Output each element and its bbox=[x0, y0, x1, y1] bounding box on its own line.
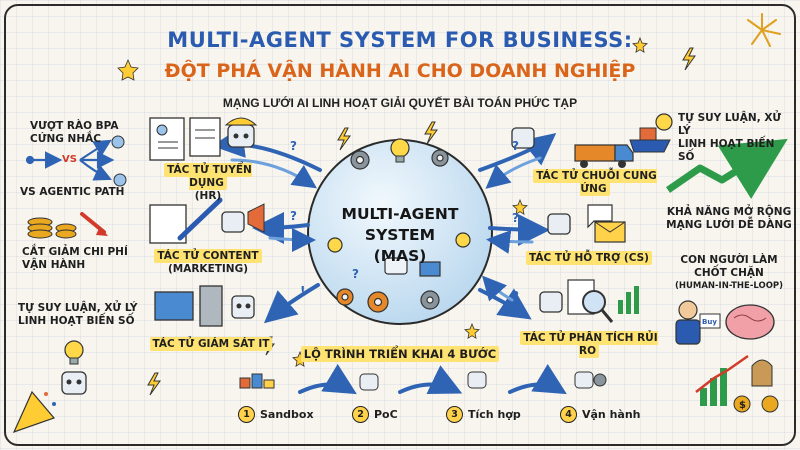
roadmap-icons bbox=[239, 371, 607, 391]
benefit-scale-line-1: KHẢ NĂNG MỞ RỘNG bbox=[666, 206, 792, 218]
mas-line-3: (MAS) bbox=[373, 247, 427, 265]
benefit-cost-line-2: VẬN HÀNH bbox=[22, 259, 86, 271]
party-popper-icon bbox=[12, 390, 56, 434]
benefit-reason-right-line-1: TỰ SUY LUẬN, XỬ LÝ bbox=[678, 112, 782, 137]
step-number: 3 bbox=[446, 406, 463, 423]
step-number: 4 bbox=[560, 406, 577, 423]
mas-line-2: SYSTEM bbox=[364, 226, 436, 244]
step-label: PoC bbox=[374, 408, 398, 421]
magnifier-chart-icon bbox=[539, 279, 639, 323]
gear-icon bbox=[336, 149, 449, 313]
benefit-path-line-1: VS AGENTIC PATH bbox=[20, 186, 125, 198]
roadmap-title-text: LỘ TRÌNH TRIỂN KHAI 4 BƯỚC bbox=[300, 346, 500, 362]
truck-ship-icon bbox=[511, 127, 671, 168]
idea-bulb-icon bbox=[61, 340, 87, 395]
roadmap-step-3: 3 Tích hợp bbox=[446, 406, 521, 423]
roadmap-title: LỘ TRÌNH TRIỂN KHAI 4 BƯỚC bbox=[300, 346, 500, 362]
agent-hr-label: TÁC TỬ TUYỂN DỤNG (HR) bbox=[148, 163, 268, 203]
pen-icon bbox=[149, 197, 265, 244]
benefit-reason-right-line-2: LINH HOẠT BIẾN SỐ bbox=[678, 138, 775, 163]
resume-document-icon bbox=[149, 117, 221, 161]
mas-line-1: MULTI-AGENT bbox=[341, 205, 459, 223]
benefit-scale-line-2: MẠNG LƯỚI DỄ DÀNG bbox=[666, 219, 792, 231]
star-icon bbox=[117, 36, 648, 368]
roadmap-step-4: 4 Vận hành bbox=[560, 406, 641, 423]
step-label: Tích hợp bbox=[468, 408, 521, 421]
robot-helmet-icon bbox=[224, 117, 258, 148]
bpa-vs-path-diagram bbox=[25, 135, 127, 187]
coins-icon bbox=[27, 212, 108, 239]
step-label: Sandbox bbox=[260, 408, 314, 421]
money-chart-icon bbox=[695, 354, 779, 413]
benefit-human-line-1: CON NGƯỜI LÀM bbox=[680, 254, 778, 266]
agent-risk-line-1: TÁC TỬ PHÂN TÍCH RỦI RO bbox=[520, 331, 658, 358]
step-number: 1 bbox=[238, 406, 255, 423]
agent-support-line-1: TÁC TỬ HỖ TRỢ (CS) bbox=[526, 251, 652, 265]
agent-supply-label: TÁC TỬ CHUỖI CUNG ỨNG bbox=[520, 169, 670, 196]
agent-content-line-1: TÁC TỬ CONTENT bbox=[154, 249, 262, 263]
benefit-reason-left: TỰ SUY LUẬN, XỬ LÝ LINH HOẠT BIẾN SỐ bbox=[18, 302, 158, 328]
benefit-cost: CẮT GIẢM CHI PHÍ VẬN HÀNH bbox=[22, 246, 152, 272]
benefit-agentic-path: VS AGENTIC PATH bbox=[20, 186, 150, 199]
agent-supply-line-1: TÁC TỬ CHUỖI CUNG ỨNG bbox=[533, 169, 657, 196]
right-bulb-icon bbox=[655, 113, 673, 131]
question-mark: ? bbox=[512, 139, 519, 153]
buy-label: Buy bbox=[702, 318, 717, 326]
benefit-bpa-line-1: VƯỢT RÀO BPA bbox=[30, 120, 119, 132]
step-label: Vận hành bbox=[582, 408, 641, 421]
agent-risk-label: TÁC TỬ PHÂN TÍCH RỦI RO bbox=[514, 331, 664, 358]
agent-it-line-1: TÁC TỬ GIÁM SÁT IT bbox=[149, 337, 273, 351]
agent-support-label: TÁC TỬ HỖ TRỢ (CS) bbox=[524, 251, 654, 265]
computer-monitor-icon bbox=[154, 285, 255, 327]
rounded-frame bbox=[4, 4, 796, 446]
subtitle: MẠNG LƯỚI AI LINH HOẠT GIẢI QUYẾT BÀI TO… bbox=[222, 96, 578, 110]
question-mark: ? bbox=[512, 289, 519, 303]
benefit-bpa-line-2: CỨNG NHẮC bbox=[30, 133, 101, 145]
benefit-reason-right: TỰ SUY LUẬN, XỬ LÝ LINH HOẠT BIẾN SỐ bbox=[678, 112, 794, 164]
mas-center-label: MULTI-AGENT SYSTEM (MAS) bbox=[320, 204, 480, 267]
agent-it-label: TÁC TỬ GIÁM SÁT IT bbox=[146, 337, 276, 351]
growth-arrow-icon bbox=[666, 138, 788, 199]
title-line-1: MULTI-AGENT SYSTEM FOR BUSINESS: bbox=[167, 28, 633, 52]
question-mark: ? bbox=[352, 267, 359, 281]
lightbulb-icon bbox=[327, 138, 471, 253]
benefit-bpa: VƯỢT RÀO BPA CỨNG NHẮC bbox=[30, 120, 150, 146]
robot-icon bbox=[384, 257, 441, 277]
agent-hr-line-2: (HR) bbox=[194, 190, 222, 202]
roadmap-step-1: 1 Sandbox bbox=[238, 406, 314, 423]
title-line-2: ĐỘT PHÁ VẬN HÀNH AI CHO DOANH NGHIỆP bbox=[164, 60, 636, 82]
chat-robot-icon bbox=[547, 204, 626, 243]
dollar-sign: $ bbox=[739, 400, 746, 411]
benefit-human-line-3: (HUMAN-IN-THE-LOOP) bbox=[674, 281, 784, 291]
benefit-human-line-2: CHỐT CHẶN bbox=[694, 267, 764, 279]
firework-icon bbox=[747, 13, 781, 47]
benefit-cost-line-1: CẮT GIẢM CHI PHÍ bbox=[22, 246, 128, 258]
benefit-reason-left-line-1: TỰ SUY LUẬN, XỬ LÝ bbox=[18, 302, 138, 314]
roadmap-step-2: 2 PoC bbox=[352, 406, 398, 423]
exclamation-mark: ! bbox=[300, 284, 305, 298]
benefit-human: CON NGƯỜI LÀM CHỐT CHẶN (HUMAN-IN-THE-LO… bbox=[664, 254, 794, 293]
benefit-reason-left-line-2: LINH HOẠT BIẾN SỐ bbox=[18, 315, 135, 327]
question-mark: ? bbox=[290, 209, 297, 223]
agent-content-label: TÁC TỬ CONTENT (MARKETING) bbox=[148, 249, 268, 276]
question-mark: ? bbox=[512, 211, 519, 225]
question-mark: ? bbox=[290, 139, 297, 153]
step-number: 2 bbox=[352, 406, 369, 423]
agent-hr-line-1: TÁC TỬ TUYỂN DỤNG bbox=[164, 163, 252, 190]
vs-badge: VS bbox=[62, 154, 77, 165]
roadmap-path bbox=[298, 363, 567, 395]
benefit-scale: KHẢ NĂNG MỞ RỘNG MẠNG LƯỚI DỄ DÀNG bbox=[664, 206, 794, 232]
agent-content-line-2: (MARKETING) bbox=[167, 263, 249, 275]
human-brain-icon bbox=[675, 300, 775, 345]
